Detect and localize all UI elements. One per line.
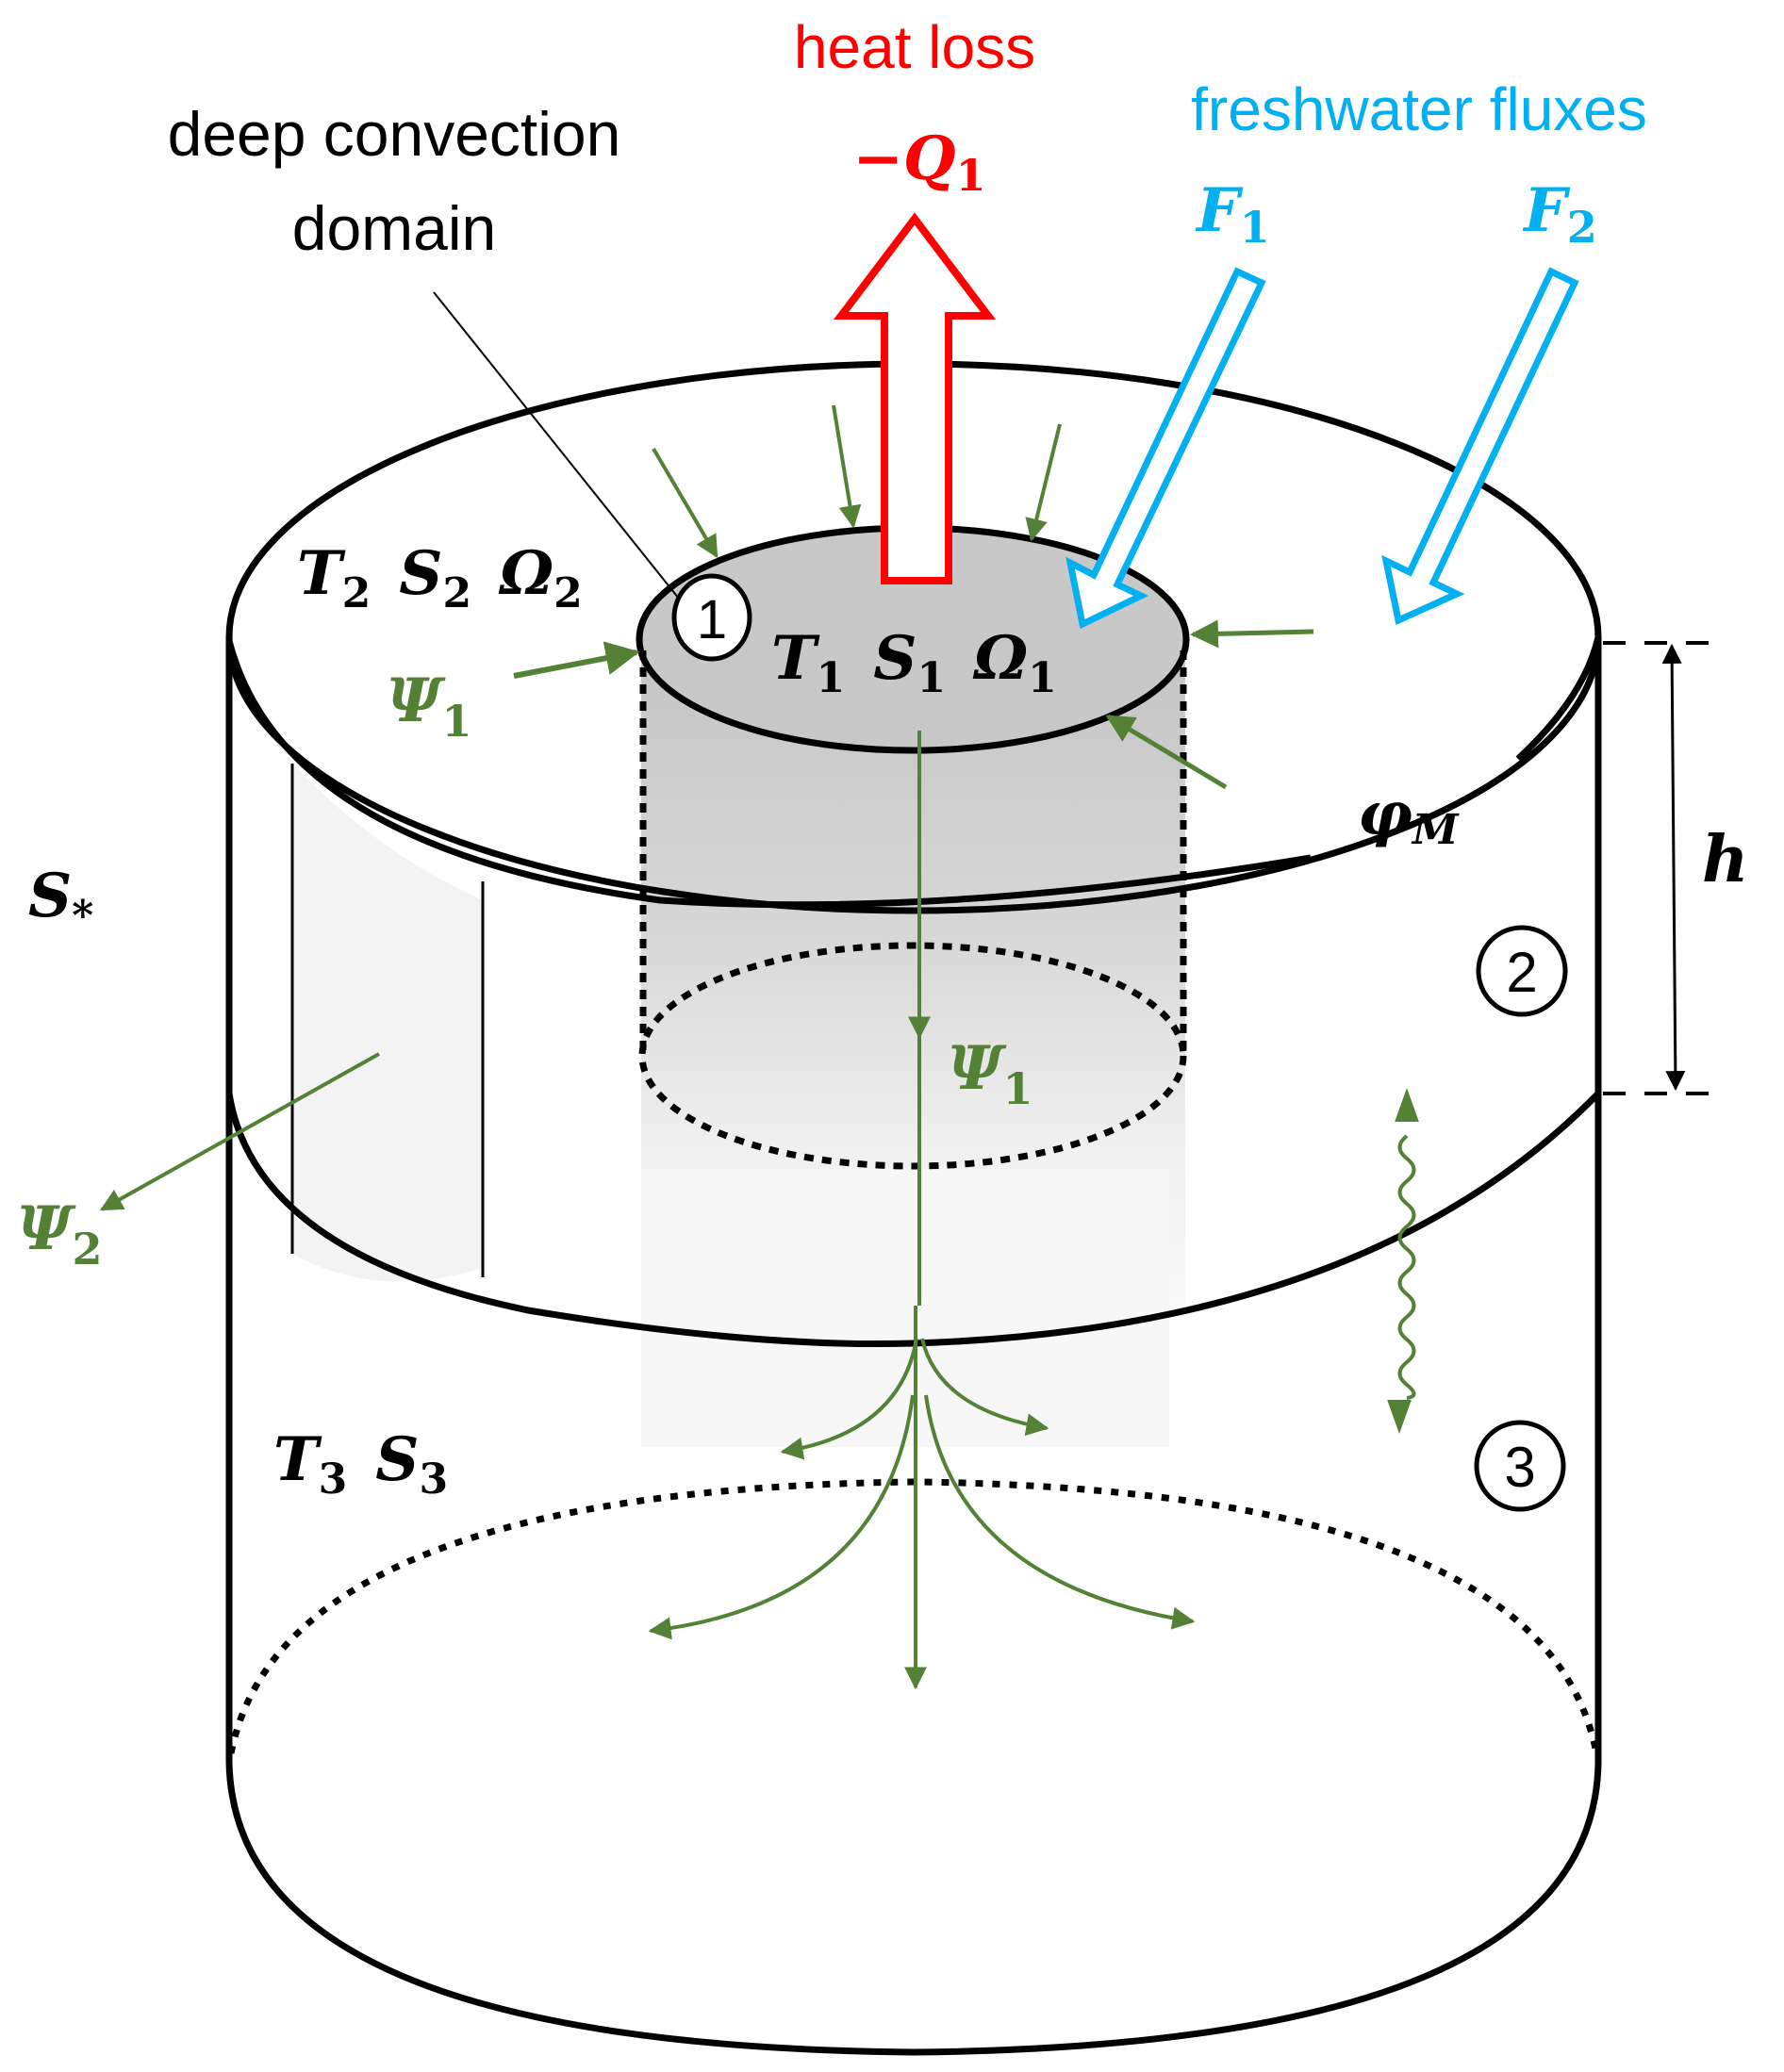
spread-arrow-left-outer: [648, 1394, 915, 1640]
box2-marker: 2: [1476, 925, 1568, 1017]
box1-properties: T1 S1 Ω1: [771, 623, 1057, 705]
box1-marker: 1: [671, 573, 752, 662]
h-symbol: h: [1702, 822, 1748, 897]
f1-symbol: F1: [1195, 175, 1269, 253]
outflow-arrow-psi2: [99, 1052, 380, 1211]
inflow-arrow-1: [652, 447, 719, 559]
h-dimension: [1603, 641, 1726, 1095]
box2-number: 2: [1506, 941, 1537, 1004]
box3-marker: 3: [1474, 1420, 1566, 1512]
column-bottom-dotted: [638, 942, 1187, 1170]
inflow-arrow-4: [1190, 619, 1314, 649]
spread-arrow-left-inner: [780, 1338, 918, 1460]
q1-symbol: −Q1: [852, 123, 985, 201]
inflow-arrow-psi1: [513, 641, 640, 679]
top-layer-front-edge: [225, 640, 1312, 909]
phi-m-symbol: φM: [1358, 779, 1460, 854]
spread-arrow-right-outer: [924, 1394, 1196, 1630]
heat-loss-label: heat loss: [794, 13, 1035, 81]
inflow-arrow-5: [1105, 714, 1228, 790]
s-star-symbol: S*: [28, 861, 93, 940]
psi2-symbol: Ψ2: [17, 1193, 102, 1274]
freshwater-fluxes-label: freshwater fluxes: [1191, 75, 1647, 143]
box3-number: 3: [1504, 1436, 1535, 1499]
freshwater-arrow-f1: [1065, 267, 1266, 630]
label-leader-line: [433, 291, 680, 600]
top-layer-front-edge-right: [1515, 636, 1602, 762]
box3-properties: T3 S3: [273, 1424, 448, 1506]
bottom-front-edge: [225, 1762, 1602, 2056]
box2-properties: T2 S2 Ω2: [297, 538, 583, 620]
convection-column-shade-lower: [641, 1169, 1169, 1447]
vertical-mixing-wavy-arrow: [1387, 1088, 1419, 1434]
psi1-center-symbol: Ψ1: [948, 1033, 1032, 1114]
spread-arrow-right-inner: [920, 1338, 1049, 1437]
inflow-arrow-2: [832, 404, 862, 529]
heat-loss-arrow: [833, 212, 997, 584]
deep-convection-label-line1: deep convection: [168, 99, 621, 169]
psi1-left-symbol: Ψ1: [387, 666, 471, 747]
box1-number: 1: [697, 589, 727, 650]
layer2-bottom-edge: [225, 1091, 1601, 1348]
f2-symbol: F2: [1522, 175, 1596, 253]
freshwater-arrow-f2: [1381, 267, 1579, 625]
inflow-arrow-3: [1025, 423, 1062, 542]
side-panel-shade: [292, 764, 483, 1282]
deep-convection-label-line2: domain: [292, 193, 496, 263]
